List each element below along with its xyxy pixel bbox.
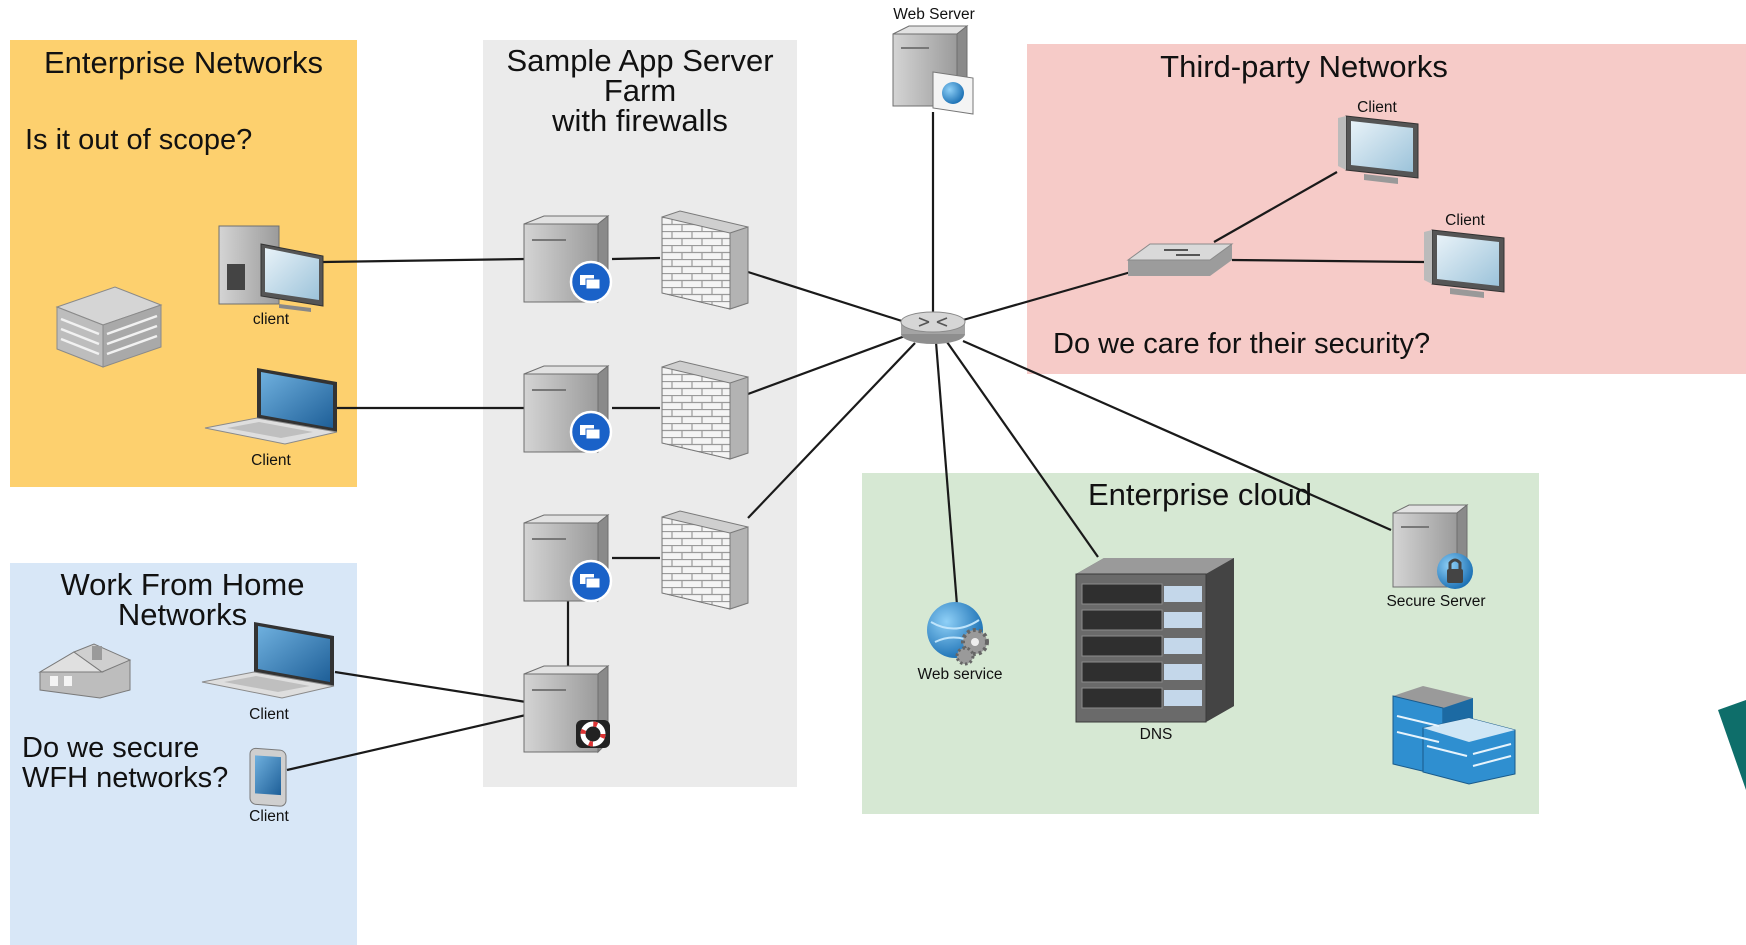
building-icon — [55, 286, 163, 368]
switch-icon — [1126, 243, 1234, 276]
desktop-icon — [218, 225, 324, 312]
firewall-icon — [661, 360, 749, 460]
link-firewall1-router — [747, 270, 906, 324]
link-firewall3-router — [747, 342, 916, 519]
secure-server-label: Secure Server — [1386, 593, 1486, 610]
server-icon — [523, 513, 613, 603]
wfh-networks-zone — [10, 563, 357, 945]
server-rack-icon — [1075, 558, 1234, 723]
link-switch-client2 — [1231, 258, 1425, 264]
wfh-question-line1: Do we secure — [22, 732, 200, 764]
ent-laptop-client-label: Client — [251, 452, 291, 469]
app-farm-title-line1: Sample App Server — [506, 43, 774, 78]
link-appserver1-firewall1 — [611, 256, 661, 261]
link-firewall2-router — [747, 334, 906, 396]
third-party-title: Third-party Networks — [1160, 49, 1448, 84]
server-icon — [523, 364, 613, 454]
ent-desktop-client-label: client — [252, 311, 290, 328]
third-party-networks-zone — [1027, 44, 1746, 374]
enterprise-networks-title: Enterprise Networks — [43, 45, 324, 80]
firewall-icon — [661, 210, 749, 310]
server-icon — [523, 214, 613, 304]
server-icon — [523, 664, 610, 754]
laptop-icon — [201, 622, 335, 699]
link-router-webservice — [934, 341, 959, 606]
third-party-question: Do we care for their security? — [1053, 328, 1431, 360]
connections — [286, 112, 1425, 772]
phone-icon — [249, 747, 287, 807]
tp-client1-label: Client — [1357, 99, 1397, 116]
app-farm-title-line2: Farm — [603, 73, 677, 108]
enterprise-cloud-title: Enterprise cloud — [1087, 477, 1312, 512]
link-router-dns — [946, 341, 1099, 558]
web-service-label: Web service — [917, 666, 1003, 683]
house-icon — [38, 643, 132, 699]
enterprise-question: Is it out of scope? — [25, 124, 253, 156]
globe-gear-icon — [927, 602, 989, 666]
link-router-switch — [962, 270, 1132, 322]
monitor-icon — [1424, 229, 1505, 298]
office-buildings-icon — [1392, 686, 1516, 785]
wfh-phone-client-label: Client — [249, 808, 289, 825]
laptop-icon — [204, 368, 338, 445]
wfh-laptop-client-label: Client — [249, 706, 289, 723]
link-switch-client1 — [1213, 171, 1338, 243]
wfh-question-line2: WFH networks? — [22, 762, 229, 794]
tp-client2-label: Client — [1445, 212, 1485, 229]
app-farm-title-line3: with firewalls — [552, 103, 728, 138]
link-ent-client-appserver1 — [322, 257, 527, 264]
decorative-shape — [1718, 700, 1746, 790]
link-wfh-phone-gateway — [286, 713, 527, 772]
link-router-secureserver — [962, 339, 1392, 532]
dns-label: DNS — [1139, 726, 1173, 743]
server-icon — [1392, 503, 1473, 589]
monitor-icon — [1338, 115, 1419, 184]
router-icon — [900, 311, 966, 344]
wfh-title-line2: Networks — [117, 597, 248, 632]
wfh-title-line1: Work From Home — [60, 567, 305, 602]
firewall-icon — [661, 510, 749, 610]
web-server-label: Web Server — [893, 6, 975, 23]
link-wfh-laptop-gateway — [334, 670, 527, 704]
server-icon — [892, 24, 974, 115]
